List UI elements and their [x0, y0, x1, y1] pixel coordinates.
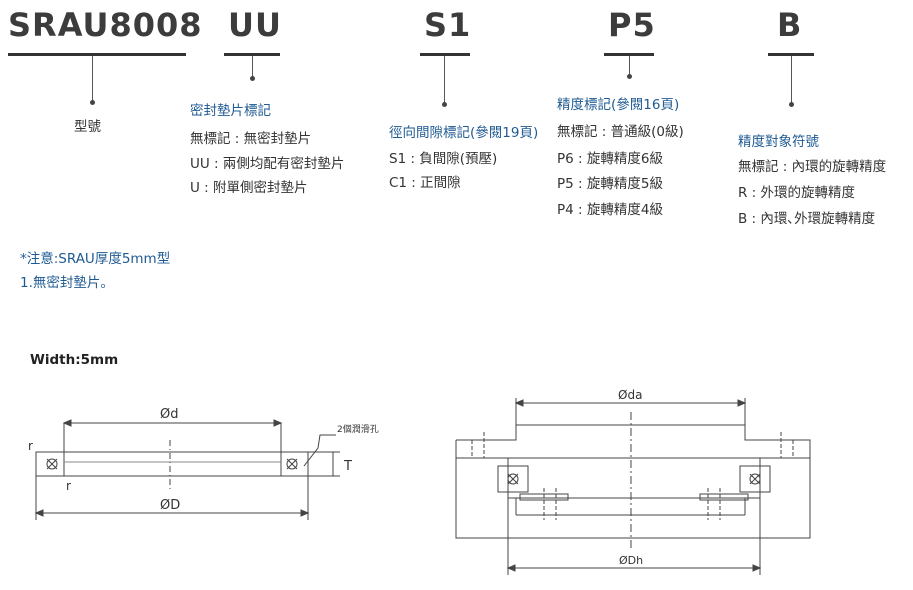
- seal-option: U : 附單側密封墊片: [190, 180, 308, 196]
- note-line: 1.無密封墊片。: [20, 275, 114, 291]
- leader-target: [791, 56, 792, 104]
- target-option: R : 外環的旋轉精度: [738, 185, 856, 201]
- model-label: 型號: [74, 119, 101, 135]
- seal-option: 無標記 : 無密封墊片: [190, 131, 312, 147]
- leader-clearance: [444, 56, 445, 104]
- dim-T-label: T: [343, 459, 352, 474]
- dim-Dh-label: ØDh: [619, 554, 643, 567]
- precision-heading: 精度標記(參閱16頁): [557, 97, 680, 113]
- dim-da-label: Øda: [618, 388, 642, 402]
- clearance-heading: 徑向間隙標記(參閱19頁): [389, 125, 539, 141]
- seal-heading: 密封墊片標記: [190, 103, 271, 119]
- target-heading: 精度對象符號: [738, 134, 819, 150]
- leader-dot-precision: [627, 74, 632, 79]
- clearance-option: S1 : 負間隙(預壓): [389, 151, 498, 167]
- underline-clearance: [420, 53, 470, 56]
- radius-r-top-label: r: [28, 439, 33, 453]
- leader-dot-seal: [250, 76, 255, 81]
- code-model: SRAU8008: [8, 6, 203, 44]
- leader-seal: [252, 56, 253, 78]
- precision-option: P6 : 旋轉精度6級: [557, 151, 663, 167]
- underline-seal: [224, 53, 280, 56]
- code-seal: UU: [228, 6, 282, 44]
- note-line: *注意:SRAU厚度5mm型: [20, 251, 171, 267]
- code-clearance: S1: [424, 6, 472, 44]
- leader-precision: [629, 56, 630, 76]
- precision-option: 無標記 : 普通級(0級): [557, 124, 684, 140]
- dim-d-label: Ød: [160, 407, 178, 422]
- radius-r-bottom-label: r: [66, 479, 71, 493]
- leader-dot-model: [90, 100, 95, 105]
- lube-holes-label: 2個潤滑孔: [337, 423, 379, 435]
- code-target: B: [777, 6, 803, 44]
- leader-dot-target: [789, 102, 794, 107]
- target-option: B : 內環､外環旋轉精度: [738, 211, 876, 227]
- leader-dot-clearance: [442, 102, 447, 107]
- target-option: 無標記 : 內環的旋轉精度: [738, 159, 887, 175]
- leader-model: [92, 56, 93, 102]
- underline-precision: [604, 53, 654, 56]
- seal-option: UU : 兩側均配有密封墊片: [190, 156, 345, 172]
- precision-option: P5 : 旋轉精度5級: [557, 176, 663, 192]
- underline-model: [8, 53, 186, 56]
- underline-target: [768, 53, 814, 56]
- precision-option: P4 : 旋轉精度4級: [557, 202, 663, 218]
- code-precision: P5: [608, 6, 656, 44]
- width-label: Width:5mm: [30, 352, 119, 368]
- dim-D-label: ØD: [160, 498, 180, 513]
- clearance-option: C1 : 正間隙: [389, 175, 461, 191]
